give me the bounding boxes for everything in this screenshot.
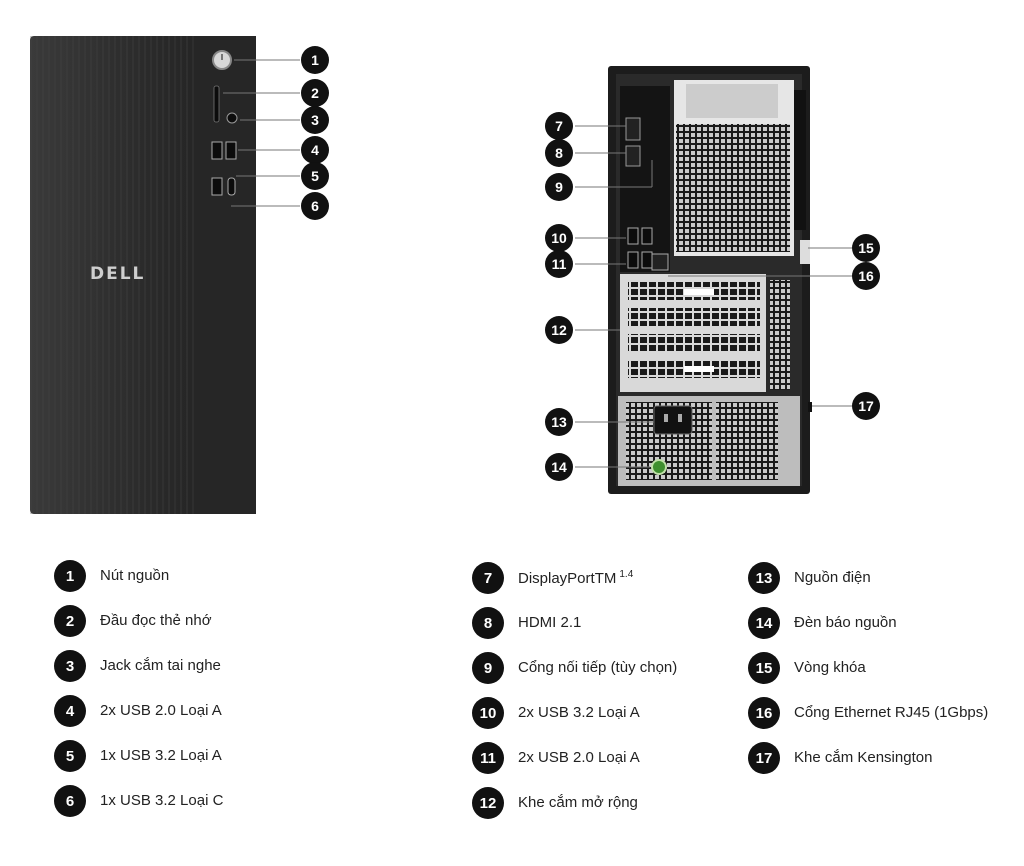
usb-a-port bbox=[627, 251, 639, 269]
legend-num-16: 16 bbox=[748, 697, 780, 729]
legend-num-8: 8 bbox=[472, 607, 504, 639]
legend-label-15: Vòng khóa bbox=[794, 659, 866, 676]
power-led bbox=[651, 459, 667, 475]
brand-logo: DELL bbox=[90, 264, 146, 284]
callout-12: 12 bbox=[545, 316, 573, 344]
card-reader-slot bbox=[213, 85, 220, 123]
legend-num-13: 13 bbox=[748, 562, 780, 594]
legend-num-6: 6 bbox=[54, 785, 86, 817]
hdmi-port bbox=[625, 145, 641, 167]
legend-num-2: 2 bbox=[54, 605, 86, 637]
callout-4: 4 bbox=[301, 136, 329, 164]
usb-a-port bbox=[211, 141, 223, 160]
callout-13: 13 bbox=[545, 408, 573, 436]
callout-15: 15 bbox=[852, 234, 880, 262]
legend-label-4: 2x USB 2.0 Loại A bbox=[100, 702, 222, 719]
rear-tower bbox=[575, 66, 852, 494]
callout-16: 16 bbox=[852, 262, 880, 290]
usb-a-port bbox=[627, 227, 639, 245]
legend-sup-7: 1.4 bbox=[619, 569, 634, 580]
legend-label-1: Nút nguồn bbox=[100, 567, 170, 584]
usb-a-port bbox=[225, 141, 237, 160]
callout-10: 10 bbox=[545, 224, 573, 252]
legend-label-17: Khe cắm Kensington bbox=[794, 749, 933, 766]
legend-num-3: 3 bbox=[54, 650, 86, 682]
legend-label-9: Cổng nối tiếp (tùy chọn) bbox=[518, 659, 678, 676]
usb-a-port bbox=[641, 227, 653, 245]
legend-num-9: 9 bbox=[472, 652, 504, 684]
legend-label-10: 2x USB 3.2 Loại A bbox=[518, 704, 640, 721]
callout-5: 5 bbox=[301, 162, 329, 190]
legend-label-14: Đèn báo nguồn bbox=[794, 614, 897, 631]
callout-9: 9 bbox=[545, 173, 573, 201]
legend-label-5: 1x USB 3.2 Loại A bbox=[100, 747, 222, 764]
legend-num-15: 15 bbox=[748, 652, 780, 684]
power-inlet bbox=[653, 405, 693, 435]
legend-num-17: 17 bbox=[748, 742, 780, 774]
callout-1: 1 bbox=[301, 46, 329, 74]
displayport bbox=[625, 117, 641, 141]
legend-num-5: 5 bbox=[54, 740, 86, 772]
legend-num-7: 7 bbox=[472, 562, 504, 594]
legend-label-13: Nguồn điện bbox=[794, 569, 871, 586]
callout-8: 8 bbox=[545, 139, 573, 167]
legend-label-16: Cổng Ethernet RJ45 (1Gbps) bbox=[794, 704, 989, 721]
callout-2: 2 bbox=[301, 79, 329, 107]
usb-a-port bbox=[641, 251, 653, 269]
legend-label-2: Đầu đọc thẻ nhớ bbox=[100, 612, 212, 629]
legend-label-3: Jack cắm tai nghe bbox=[100, 657, 221, 674]
legend-label-11: 2x USB 2.0 Loại A bbox=[518, 749, 640, 766]
legend-num-4: 4 bbox=[54, 695, 86, 727]
usb-a-port bbox=[211, 177, 223, 196]
headset-jack bbox=[226, 112, 238, 124]
callout-11: 11 bbox=[545, 250, 573, 278]
callout-3: 3 bbox=[301, 106, 329, 134]
front-tower bbox=[30, 36, 300, 514]
callout-7: 7 bbox=[545, 112, 573, 140]
kensington-slot bbox=[808, 402, 812, 412]
legend-label-12: Khe cắm mở rộng bbox=[518, 794, 638, 811]
usb-c-port bbox=[227, 177, 236, 196]
callout-6: 6 bbox=[301, 192, 329, 220]
legend-label-8: HDMI 2.1 bbox=[518, 614, 582, 631]
legend-num-1: 1 bbox=[54, 560, 86, 592]
callout-14: 14 bbox=[545, 453, 573, 481]
legend-label-6: 1x USB 3.2 Loại C bbox=[100, 792, 224, 809]
legend-num-12: 12 bbox=[472, 787, 504, 819]
ethernet-port bbox=[651, 253, 669, 271]
legend-num-10: 10 bbox=[472, 697, 504, 729]
legend-num-11: 11 bbox=[472, 742, 504, 774]
legend-num-14: 14 bbox=[748, 607, 780, 639]
callout-17: 17 bbox=[852, 392, 880, 420]
